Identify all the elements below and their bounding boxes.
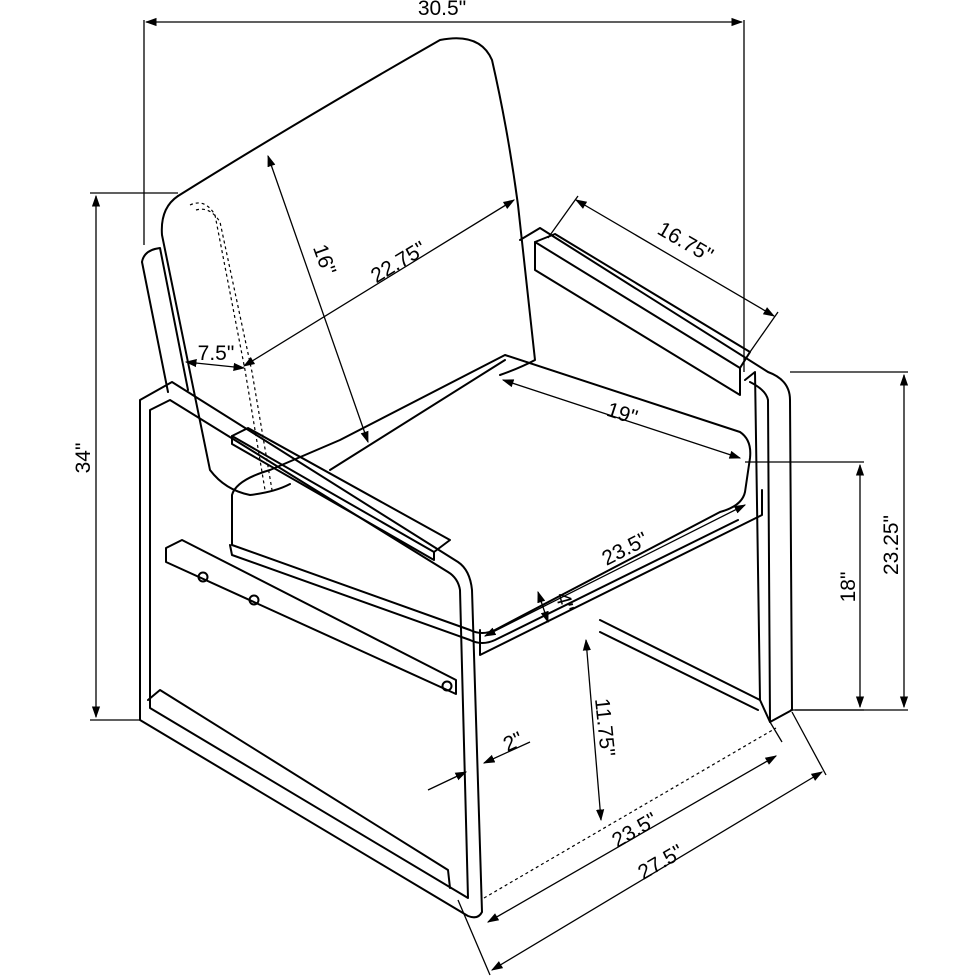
cushion-thickness-label: 4" [551, 590, 578, 614]
seat-cushion [231, 354, 752, 634]
chair-drawing [139, 37, 793, 919]
inner-depth-label: 23.5" [608, 808, 661, 852]
frame-thickness-label: 2" [500, 728, 527, 757]
side-rail [165, 539, 457, 695]
back-width-label: 22.75" [367, 237, 430, 288]
bolt [248, 594, 260, 606]
left-arm-frame [139, 381, 483, 919]
seat-width-label: 23.5" [598, 528, 652, 570]
overall-width-label: 30.5" [418, 0, 466, 20]
right-armrest-pad [534, 233, 751, 369]
seat-height-label: 18" [837, 572, 860, 603]
back-height-label: 16" [308, 241, 340, 278]
backrest-left-roll [160, 195, 291, 496]
arm-length-label: 16.75" [654, 217, 717, 267]
left-armrest-pad [231, 427, 451, 553]
bolt [197, 571, 209, 583]
overall-height-label: 34" [72, 443, 95, 474]
bolt [441, 680, 453, 692]
under-seat-clearance-label: 11.75" [590, 697, 619, 758]
dimension-labels: 30.5" 34" 16" 22.75" 7.5" 16.75" 19" 23.… [72, 0, 903, 884]
back-cushion-depth-label: 7.5" [198, 342, 235, 365]
right-arm-frame [519, 227, 793, 723]
dimension-lines [90, 17, 909, 976]
backrest [177, 37, 536, 376]
overall-depth-label: 27.5" [634, 840, 687, 884]
seat-depth-label: 19" [604, 398, 640, 429]
arm-height-label: 23.25" [880, 515, 903, 575]
